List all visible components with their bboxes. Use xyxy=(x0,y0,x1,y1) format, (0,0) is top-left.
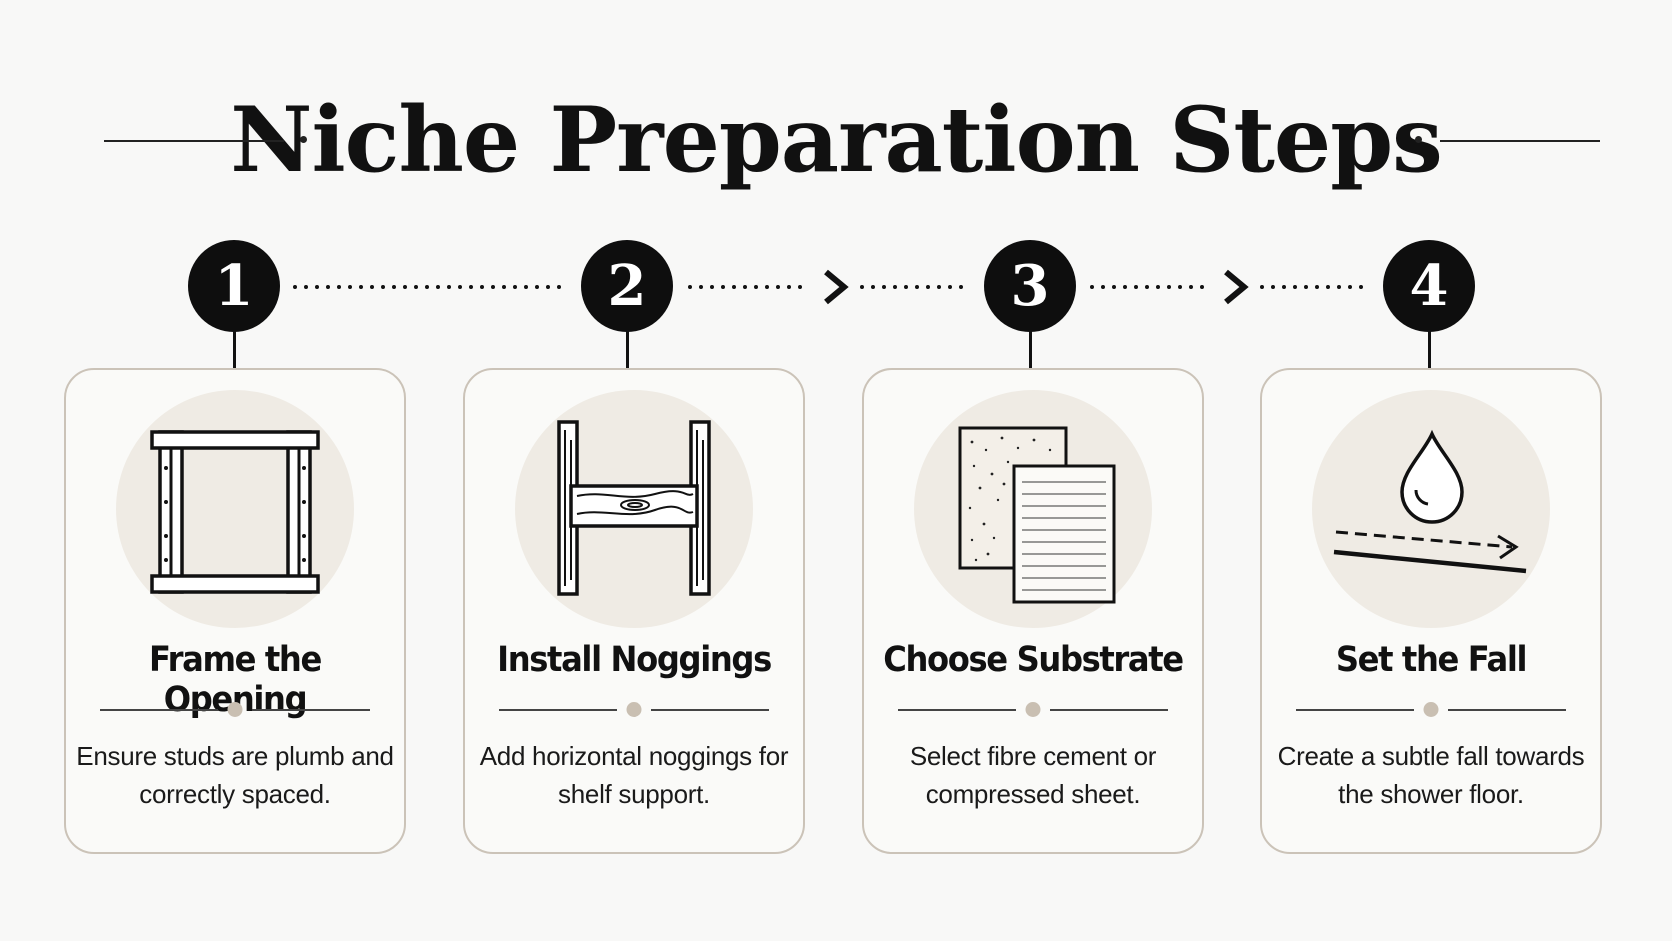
step-card-2: Install Noggings Add horizontal noggings… xyxy=(463,368,805,854)
title-dot-right xyxy=(1415,136,1422,143)
step-description: Select fibre cement or compressed sheet. xyxy=(909,741,1157,809)
step-title: Set the Fall xyxy=(1335,640,1528,680)
separator-line xyxy=(1448,709,1566,711)
separator-dot xyxy=(626,702,642,717)
step-card-4: Set the Fall Create a subtle fall toward… xyxy=(1260,368,1602,854)
title-rule-right xyxy=(1440,140,1600,142)
step-number-text: 1 xyxy=(214,253,254,319)
step-number-text: 2 xyxy=(607,253,647,319)
separator-dot xyxy=(227,702,243,717)
step-number-2: 2 xyxy=(581,240,673,332)
chevron-right-icon xyxy=(1224,269,1249,305)
title-dot-left xyxy=(300,136,307,143)
step-number-text: 3 xyxy=(1010,253,1050,319)
separator-line xyxy=(651,709,769,711)
separator-line xyxy=(499,709,617,711)
frame-icon xyxy=(150,430,320,594)
step-title: Frame the Opening xyxy=(149,640,322,720)
chevron-right-icon xyxy=(824,269,849,305)
step-number-1: 1 xyxy=(188,240,280,332)
icon-background xyxy=(515,390,753,628)
title-rule-left xyxy=(104,140,284,142)
icon-background xyxy=(914,390,1152,628)
water-drop-fall-icon xyxy=(1333,429,1527,574)
step-number-3: 3 xyxy=(984,240,1076,332)
icon-background xyxy=(116,390,354,628)
separator-dot xyxy=(1423,702,1439,717)
separator-line xyxy=(1296,709,1414,711)
step-number-4: 4 xyxy=(1383,240,1475,332)
step-number-text: 4 xyxy=(1409,253,1449,319)
separator-line xyxy=(1050,709,1168,711)
step-description: Add horizontal noggings for shelf suppor… xyxy=(479,741,789,809)
step-stem-1 xyxy=(233,330,236,368)
step-description: Ensure studs are plumb and correctly spa… xyxy=(76,741,394,809)
icon-background xyxy=(1312,390,1550,628)
step-description: Create a subtle fall towards the shower … xyxy=(1277,741,1585,809)
step-stem-4 xyxy=(1428,330,1431,368)
step-title: Install Noggings xyxy=(497,640,772,680)
separator-dot xyxy=(1025,702,1041,717)
page-title: Niche Preparation Steps xyxy=(230,87,1443,193)
substrate-sheets-icon xyxy=(958,426,1116,604)
step-card-1: Frame the Opening Ensure studs are plumb… xyxy=(64,368,406,854)
step-stem-2 xyxy=(626,330,629,368)
separator-line xyxy=(100,709,218,711)
step-stem-3 xyxy=(1029,330,1032,368)
step-title: Choose Substrate xyxy=(883,640,1184,680)
title-row: Niche Preparation Steps xyxy=(0,80,1672,200)
separator-line xyxy=(898,709,1016,711)
separator-line xyxy=(252,709,370,711)
nogging-icon xyxy=(557,420,711,596)
step-card-3: Choose Substrate Select fibre cement or … xyxy=(862,368,1204,854)
